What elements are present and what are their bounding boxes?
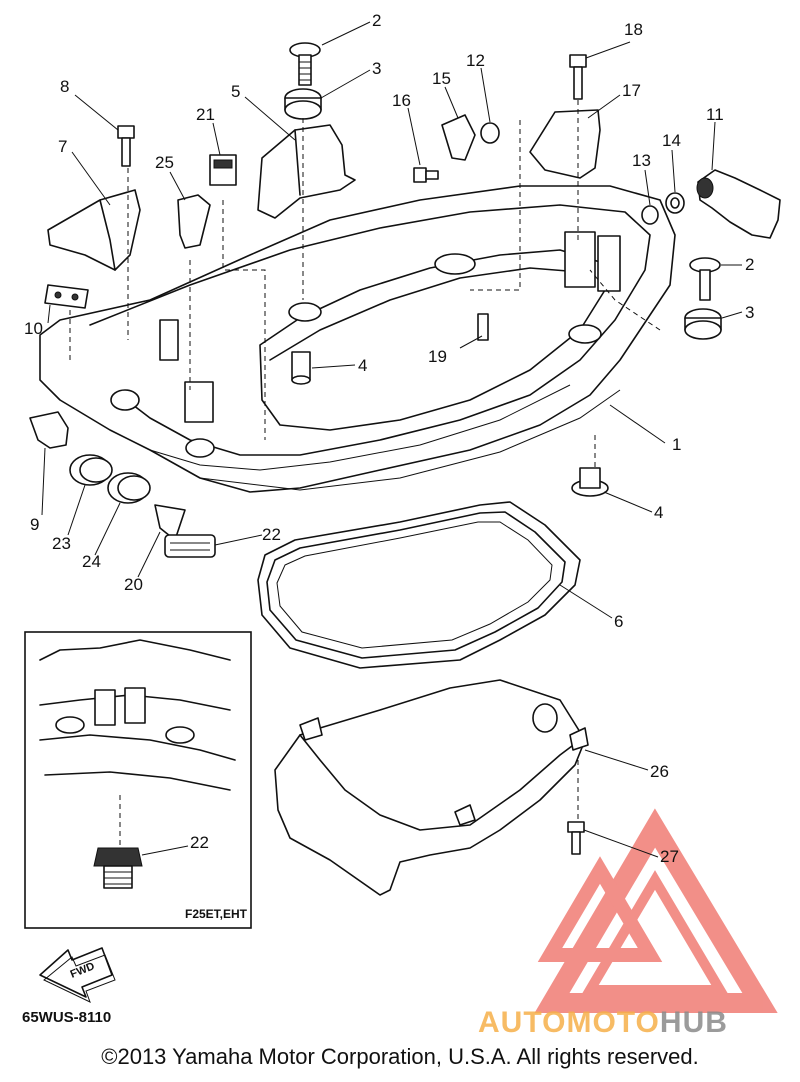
copyright-notice: ©2013 Yamaha Motor Corporation, U.S.A. A… (101, 1044, 699, 1069)
part-7-bracket (47, 189, 141, 271)
inset-detail: 22 F25ET,EHT (24, 631, 252, 929)
label-24: 24 (82, 552, 101, 571)
label-15: 15 (432, 69, 451, 88)
part-18-bolt (569, 54, 587, 100)
alignment-lines (69, 100, 661, 822)
label-8: 8 (60, 77, 69, 96)
part-4-collar-inner (291, 351, 311, 385)
part-11-lever (696, 169, 781, 239)
label-18: 18 (624, 20, 643, 39)
label-3: 3 (372, 59, 381, 78)
label-23: 23 (52, 534, 71, 553)
part-4-collar-bottom (571, 467, 609, 497)
part-5-bracket (257, 124, 356, 219)
leader-lines (41, 21, 743, 858)
label-21: 21 (196, 105, 215, 124)
part-2-bolt-right (689, 257, 721, 301)
label-22: 22 (262, 525, 281, 544)
bottom-cover (274, 679, 589, 896)
part-12-bushing (480, 122, 500, 144)
part-17-bracket (529, 109, 601, 179)
label-26: 26 (650, 762, 669, 781)
watermark-brand: AUTOMOTOHUB (478, 1006, 728, 1039)
label-13: 13 (632, 151, 651, 170)
label-2: 2 (372, 11, 381, 30)
part-13-bushing (641, 205, 659, 225)
part-24-plug (107, 472, 151, 504)
label-14: 14 (662, 131, 681, 150)
cowling-gasket (257, 501, 581, 669)
label-7: 7 (58, 137, 67, 156)
label-25: 25 (155, 153, 174, 172)
label-6: 6 (614, 612, 623, 631)
fwd-arrow-icon: FWD (39, 947, 116, 1003)
label-9: 9 (30, 515, 39, 534)
inset-caption: F25ET,EHT (185, 907, 248, 921)
label-2-right: 2 (745, 255, 754, 274)
part-14-washer (665, 192, 685, 214)
label-12: 12 (466, 51, 485, 70)
label-4-bottom: 4 (654, 503, 663, 522)
part-16-screw (413, 167, 439, 183)
part-8-screw (117, 125, 135, 167)
label-22-inset: 22 (190, 833, 209, 852)
label-16: 16 (392, 91, 411, 110)
part-23-plug (69, 454, 113, 486)
part-3-grommet-top (284, 88, 322, 120)
svg-text:AUTOMOTOHUB: AUTOMOTOHUB (478, 1006, 728, 1039)
part-10-plate (44, 284, 89, 309)
part-27-bolt (567, 821, 585, 855)
brand-part-2: HUB (660, 1006, 728, 1039)
part-25-clip (177, 194, 211, 249)
part-19-screw (477, 313, 489, 341)
label-27: 27 (660, 847, 679, 866)
label-5: 5 (231, 82, 240, 101)
part-9-clip (29, 411, 69, 449)
part-21-grommet (209, 154, 237, 186)
lower-cowling (39, 185, 676, 493)
catalog-code: 65WUS-8110 (22, 1009, 111, 1026)
part-labels: 1 2 3 4 5 6 7 8 9 10 11 12 13 14 15 16 1… (24, 11, 754, 866)
part-22-grommet (164, 534, 216, 558)
label-1: 1 (672, 435, 681, 454)
brand-part-1: AUTOMOTO (478, 1006, 660, 1039)
label-11: 11 (706, 105, 724, 124)
label-20: 20 (124, 575, 143, 594)
label-4: 4 (358, 356, 367, 375)
label-19: 19 (428, 347, 447, 366)
watermark-logo-icon (534, 808, 778, 1013)
part-15-bracket (441, 114, 476, 161)
label-17: 17 (622, 81, 641, 100)
label-3-right: 3 (745, 303, 754, 322)
part-2-bolt-top (289, 42, 321, 86)
part-3-grommet-right (684, 308, 722, 340)
label-10: 10 (24, 319, 43, 338)
